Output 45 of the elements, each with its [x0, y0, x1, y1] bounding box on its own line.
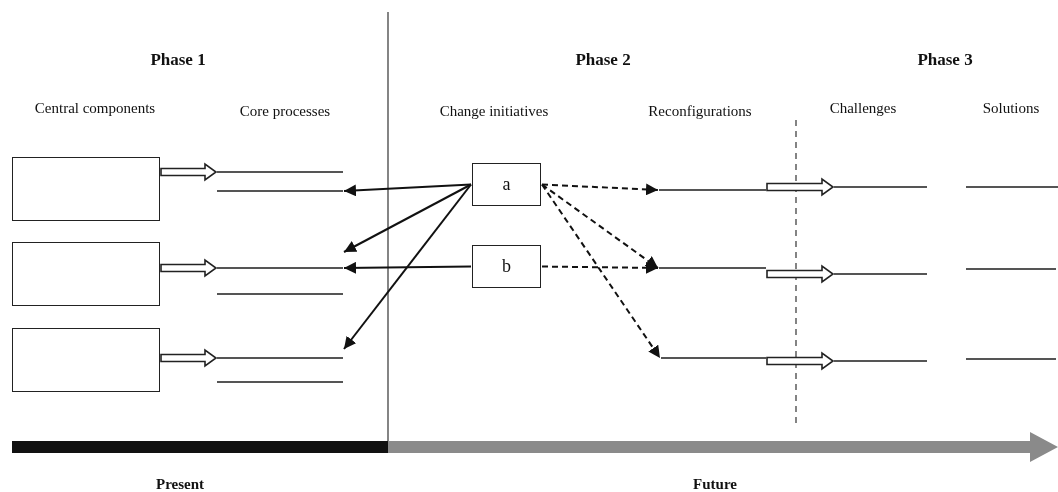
timeline-label: Future: [693, 476, 737, 492]
dashed-arrow: [541, 183, 659, 269]
column-heading: Core processes: [239, 103, 331, 120]
arrow: [343, 183, 472, 350]
hollow-arrow: [766, 351, 835, 371]
fill-in-line: [217, 267, 343, 269]
phase-heading: Phase 2: [575, 50, 631, 70]
initiative-box: a: [472, 163, 541, 206]
fill-in-line: [217, 381, 343, 383]
dashed-arrow: [541, 183, 661, 359]
hollow-arrow: [160, 348, 218, 368]
fill-in-line: [659, 189, 766, 191]
column-heading: Change initiatives: [439, 103, 549, 120]
hollow-arrow: [766, 264, 835, 284]
column-heading: Solutions: [982, 100, 1040, 117]
arrow: [343, 183, 472, 197]
fill-in-line: [217, 171, 343, 173]
column-heading: Central components: [34, 100, 156, 117]
component-box: [12, 157, 160, 221]
column-heading: Reconfigurations: [648, 103, 752, 120]
hollow-arrow: [160, 258, 218, 278]
phase-heading: Phase 3: [917, 50, 973, 70]
fill-in-line: [966, 268, 1056, 270]
fill-in-line: [834, 360, 927, 362]
fill-in-line: [217, 357, 343, 359]
fill-in-line: [966, 186, 1058, 188]
timeline-label: Present: [156, 476, 204, 492]
fill-in-line: [966, 358, 1056, 360]
fill-in-line: [659, 267, 766, 269]
fill-in-line: [834, 273, 927, 275]
arrow: [343, 261, 472, 274]
component-box: [12, 328, 160, 392]
hollow-arrow: [766, 177, 835, 197]
phase-heading: Phase 1: [150, 50, 206, 70]
fill-in-line: [661, 357, 766, 359]
dashed-arrow: [541, 261, 659, 274]
component-box: [12, 242, 160, 306]
arrow: [343, 183, 472, 253]
fill-in-line: [834, 186, 927, 188]
fill-in-line: [217, 293, 343, 295]
fill-in-line: [217, 190, 343, 192]
initiative-box: b: [472, 245, 541, 288]
column-heading: Challenges: [829, 100, 897, 117]
hollow-arrow: [160, 162, 218, 182]
dashed-arrow: [541, 183, 659, 196]
